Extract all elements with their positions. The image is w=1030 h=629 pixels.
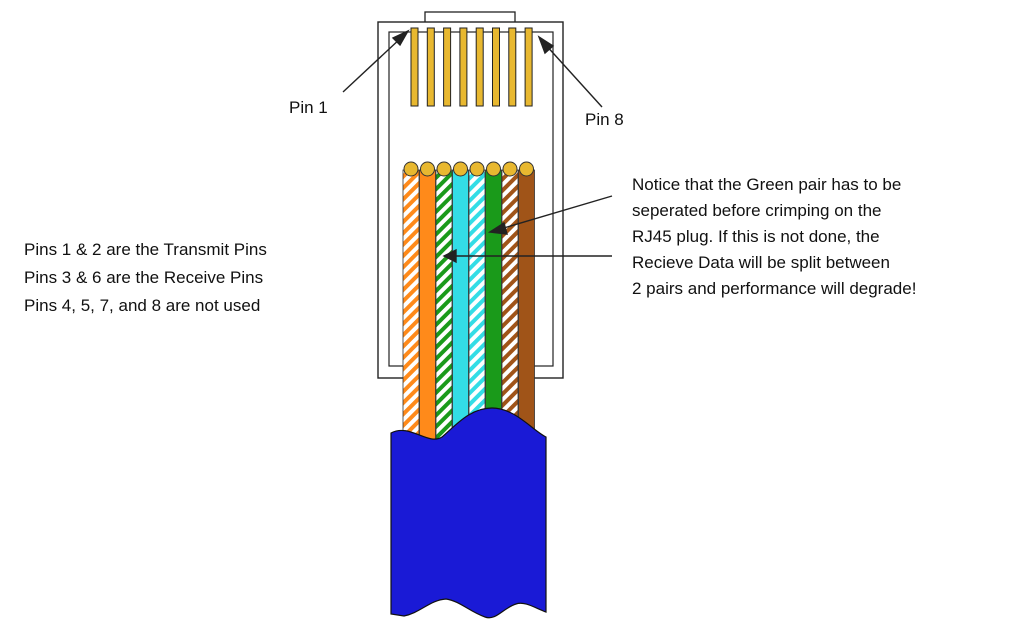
info-line-transmit: Pins 1 & 2 are the Transmit Pins bbox=[24, 240, 267, 259]
wire-blue bbox=[452, 169, 469, 443]
green-pair-note: Notice that the Green pair has to be sep… bbox=[632, 172, 916, 302]
wire-tips bbox=[403, 161, 534, 177]
info-line-receive: Pins 3 & 6 are the Receive Pins bbox=[24, 268, 264, 287]
wire-tip-4 bbox=[453, 161, 468, 177]
wire-tip-5 bbox=[469, 161, 485, 177]
pin8-arrow bbox=[537, 35, 603, 108]
wire-brown bbox=[518, 169, 535, 443]
wire-tip-3 bbox=[436, 161, 452, 177]
wire-white-orange bbox=[402, 169, 420, 443]
pin-contact-3 bbox=[443, 27, 452, 107]
pin-contact-7 bbox=[508, 27, 517, 107]
info-line-unused: Pins 4, 5, 7, and 8 are not used bbox=[24, 296, 261, 315]
wire-tip-7 bbox=[502, 161, 518, 177]
note-line: seperated before crimping on the bbox=[632, 201, 882, 220]
pin-contact-5 bbox=[475, 27, 484, 107]
white-green-wire-arrow bbox=[442, 248, 612, 264]
pin-contact-6 bbox=[492, 27, 500, 107]
note-line: RJ45 plug. If this is not done, the bbox=[632, 227, 880, 246]
wire-white-brown bbox=[501, 169, 519, 443]
wire-green bbox=[485, 169, 502, 443]
green-wire-arrow bbox=[487, 195, 613, 235]
note-line: Recieve Data will be split between bbox=[632, 253, 890, 272]
wire-tip-8 bbox=[519, 161, 534, 177]
pin-contact-1 bbox=[410, 27, 419, 107]
note-line: 2 pairs and performance will degrade! bbox=[632, 279, 917, 298]
pin-contact-2 bbox=[426, 27, 435, 107]
wire-white-green bbox=[435, 169, 453, 443]
pin8-label: Pin 8 bbox=[585, 110, 624, 129]
wire-tip-2 bbox=[420, 161, 435, 177]
cable-jacket bbox=[390, 407, 547, 619]
pin-contacts bbox=[410, 27, 533, 107]
wire-tip-1 bbox=[403, 161, 419, 177]
pin-contact-8 bbox=[524, 27, 533, 107]
wire-orange bbox=[419, 169, 436, 443]
pin-usage-notes: Pins 1 & 2 are the Transmit Pins Pins 3 … bbox=[24, 236, 267, 320]
note-line: Notice that the Green pair has to be bbox=[632, 175, 902, 194]
wire-bundle bbox=[402, 169, 535, 443]
pin1-arrow bbox=[342, 29, 410, 93]
wire-tip-6 bbox=[486, 161, 501, 177]
wire-white-blue bbox=[468, 169, 486, 443]
pin-contact-4 bbox=[459, 27, 468, 107]
pin1-label: Pin 1 bbox=[289, 98, 328, 117]
